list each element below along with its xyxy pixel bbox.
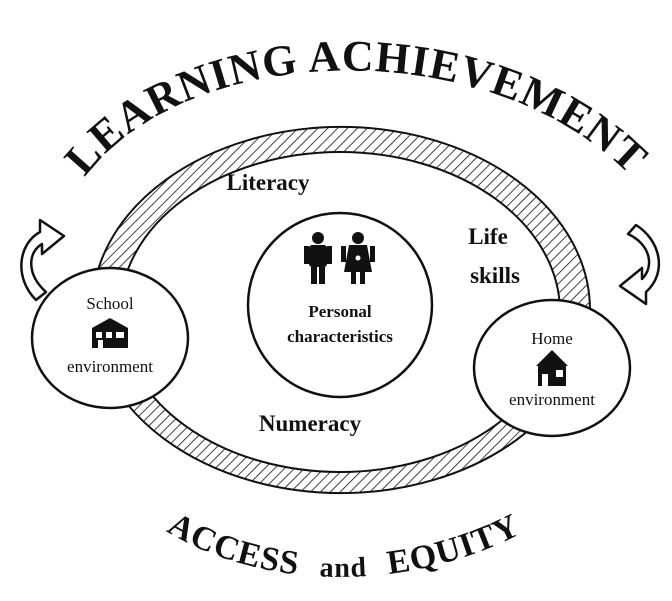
diagram-subtitle: ACCESS and EQUITY: [162, 506, 526, 584]
home-label-line1: Home: [531, 329, 573, 348]
life-skills-label-line1: Life: [468, 224, 508, 249]
numeracy-label: Numeracy: [259, 411, 362, 436]
life-skills-label-line2: skills: [470, 263, 520, 288]
right-cycle-arrow-icon: [618, 223, 661, 306]
school-label-line1: School: [86, 294, 134, 313]
school-building-icon: [92, 318, 128, 348]
family-people-icon: [304, 232, 375, 284]
school-label-line2: environment: [67, 357, 153, 376]
literacy-label: Literacy: [226, 170, 310, 195]
left-cycle-arrow-icon: [20, 218, 66, 302]
diagram-title: LEARNING ACHIEVEMENT: [55, 31, 657, 183]
subtitle-equity: EQUITY: [385, 507, 526, 582]
subtitle-and: and: [319, 552, 368, 584]
home-label-line2: environment: [509, 390, 595, 409]
center-label-line2: characteristics: [287, 327, 393, 346]
center-circle: [246, 211, 434, 399]
house-icon: [536, 350, 568, 386]
center-label-line1: Personal: [308, 302, 372, 321]
subtitle-access: ACCESS: [162, 506, 302, 583]
